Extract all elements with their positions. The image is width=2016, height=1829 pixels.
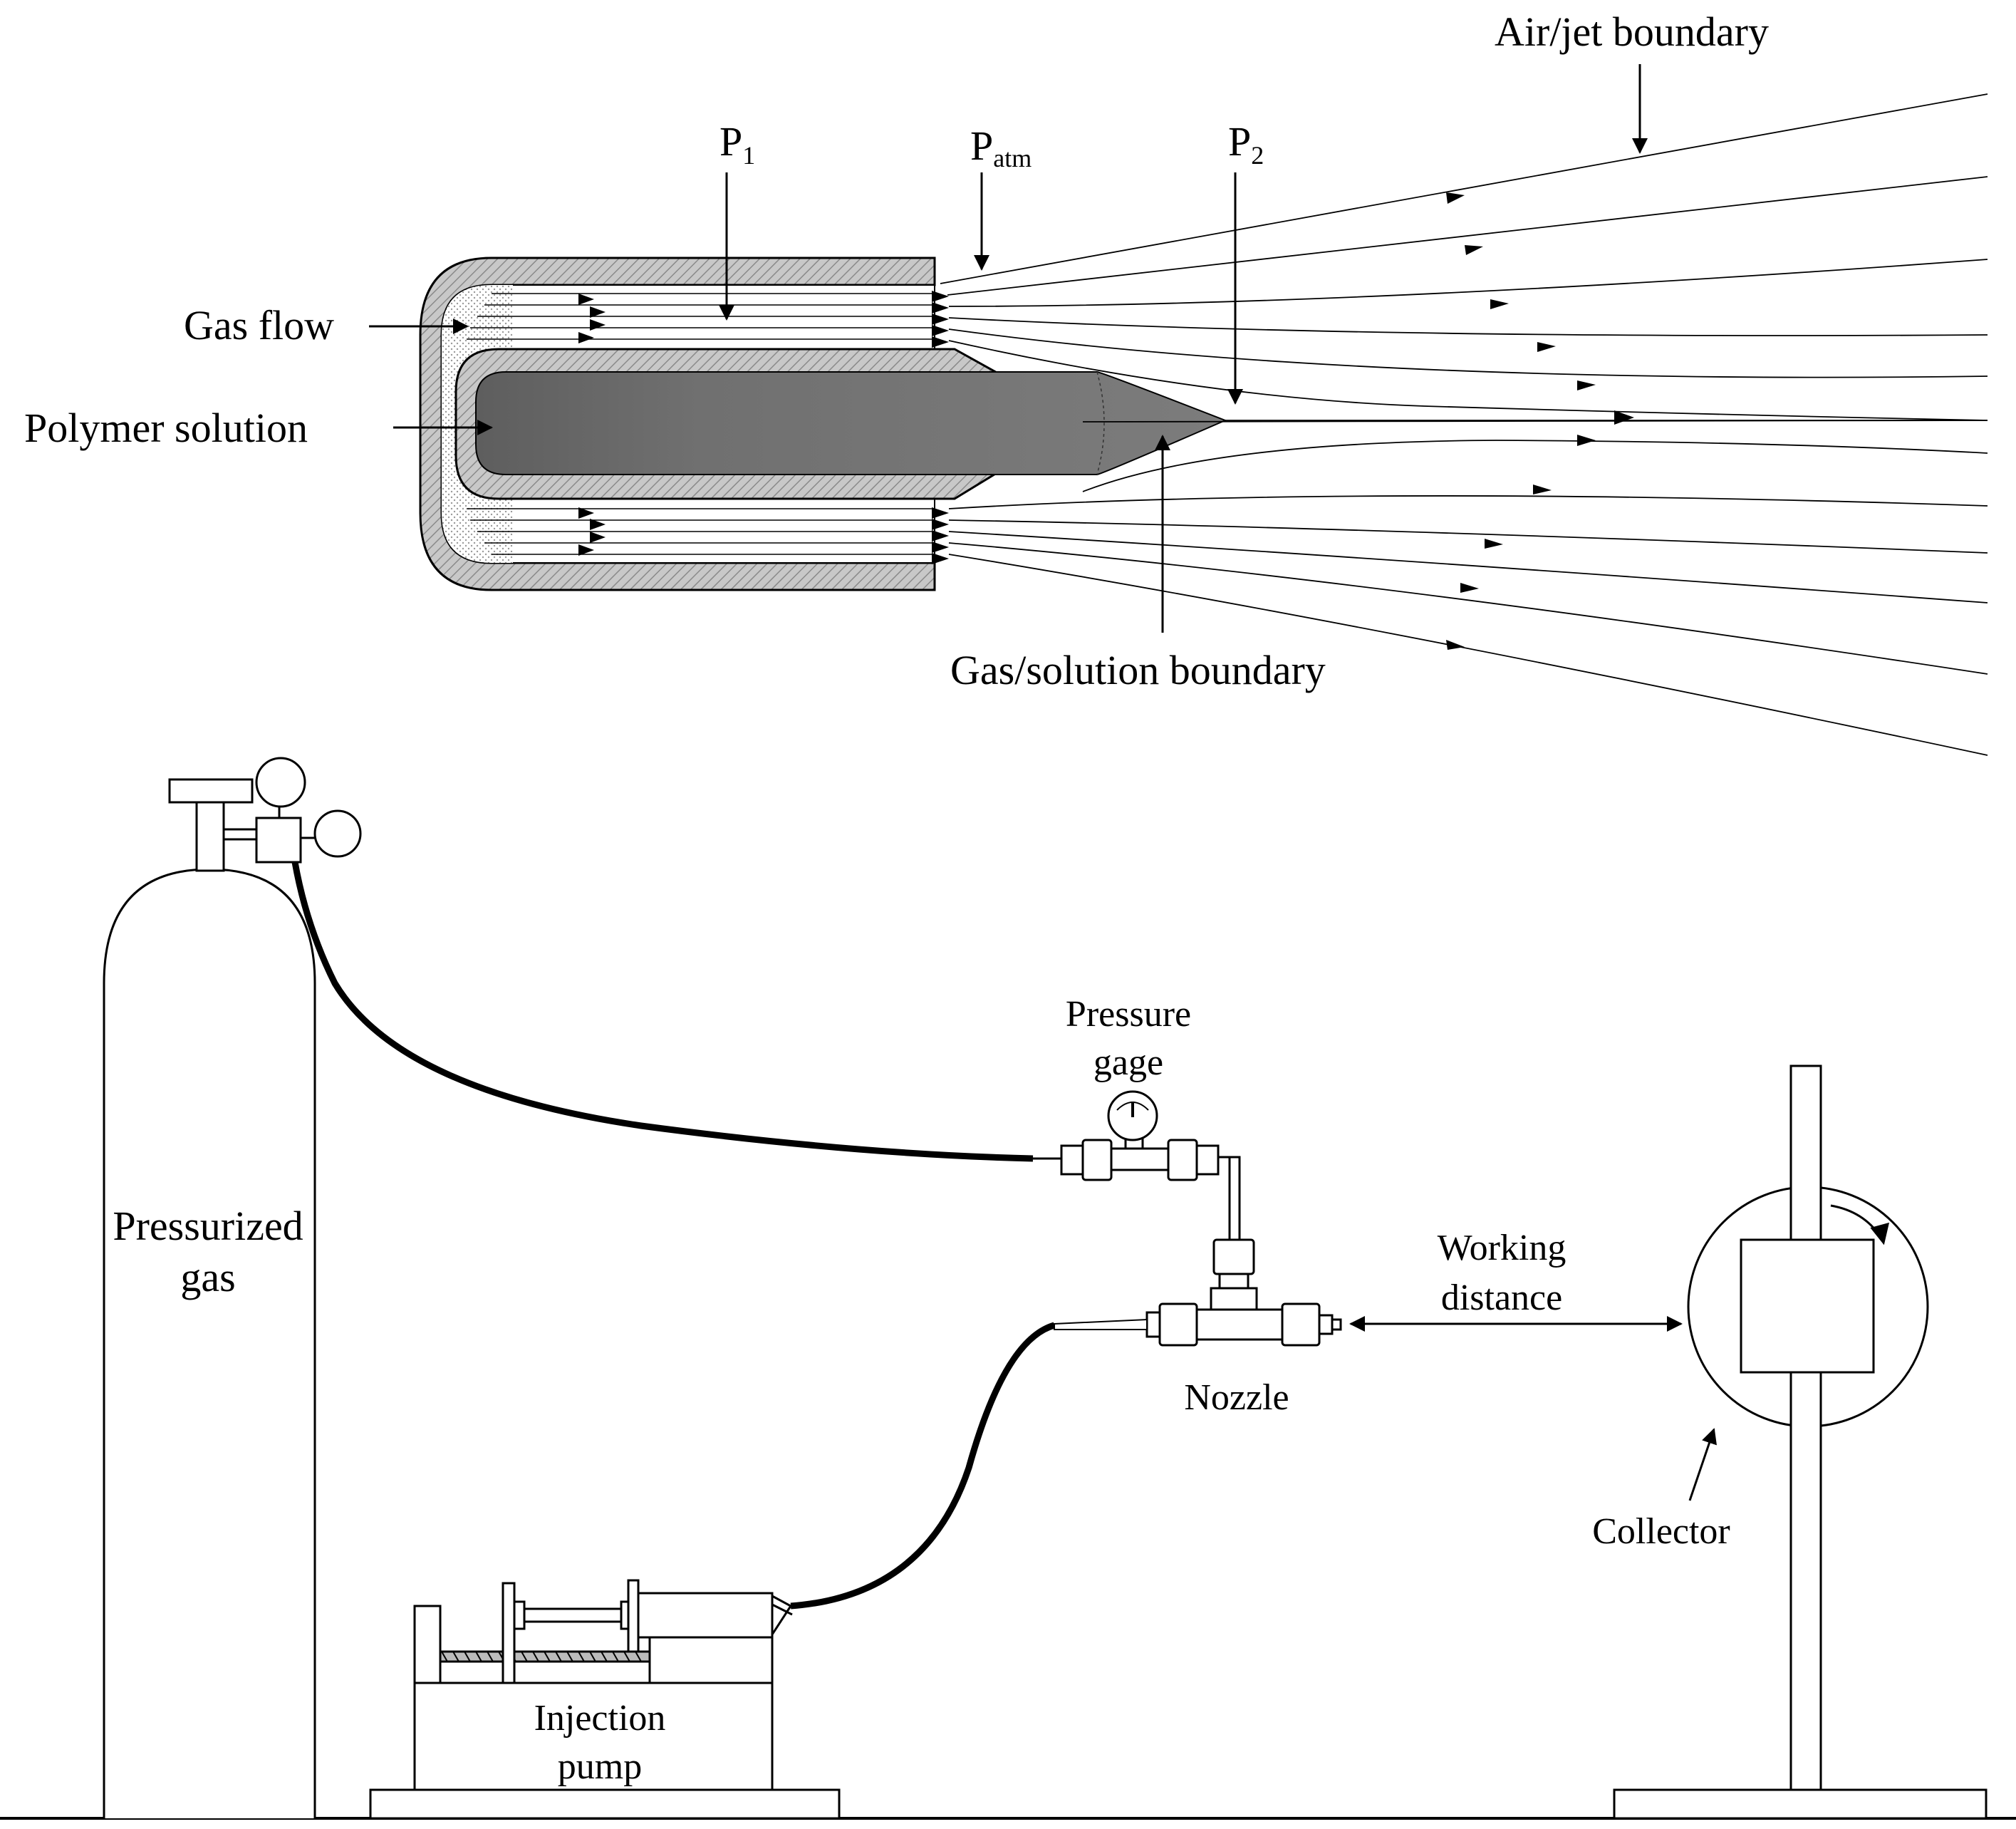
nozzle-fitting — [1145, 1238, 1342, 1347]
patm-label: Patm — [970, 123, 1032, 172]
pressurized-gas-label-line2: gas — [180, 1254, 235, 1300]
gas-solution-boundary-label: Gas/solution boundary — [950, 647, 1326, 693]
pressurized-gas-label-line1: Pressurized — [113, 1203, 303, 1249]
injection-pump-label-line1: Injection — [534, 1698, 666, 1739]
injection-pump — [369, 1579, 841, 1820]
polymer-solution-label: Polymer solution — [24, 405, 308, 451]
pressure-gage-assembly — [1060, 1090, 1241, 1240]
air-jet-boundary-label: Air/jet boundary — [1495, 9, 1769, 55]
gas-hose — [291, 861, 1034, 1162]
nozzle-label: Nozzle — [1184, 1377, 1289, 1418]
injection-pump-label-line2: pump — [558, 1746, 642, 1787]
nozzle-cross-section — [369, 64, 1988, 756]
pressure-gage-label-line2: gage — [1093, 1042, 1163, 1083]
gas-streamlines-inner — [467, 293, 935, 555]
jet-arrowheads — [1446, 192, 1634, 650]
pressure-gage-label-line1: Pressure — [1066, 994, 1191, 1035]
gas-flow-label: Gas flow — [184, 302, 334, 348]
gas-cylinder — [103, 757, 362, 1818]
collector — [1613, 1064, 1988, 1820]
collector-label: Collector — [1592, 1511, 1730, 1552]
polymer-solution-core — [475, 371, 1227, 475]
p2-label: P2 — [1228, 118, 1264, 170]
working-distance-label-line2: distance — [1441, 1278, 1562, 1318]
p1-label: P1 — [719, 118, 755, 170]
working-distance-label-line1: Working — [1438, 1228, 1566, 1268]
solution-tubing — [790, 1322, 1056, 1610]
gas-arrowheads — [578, 291, 949, 564]
jet-streamlines — [940, 93, 1988, 756]
